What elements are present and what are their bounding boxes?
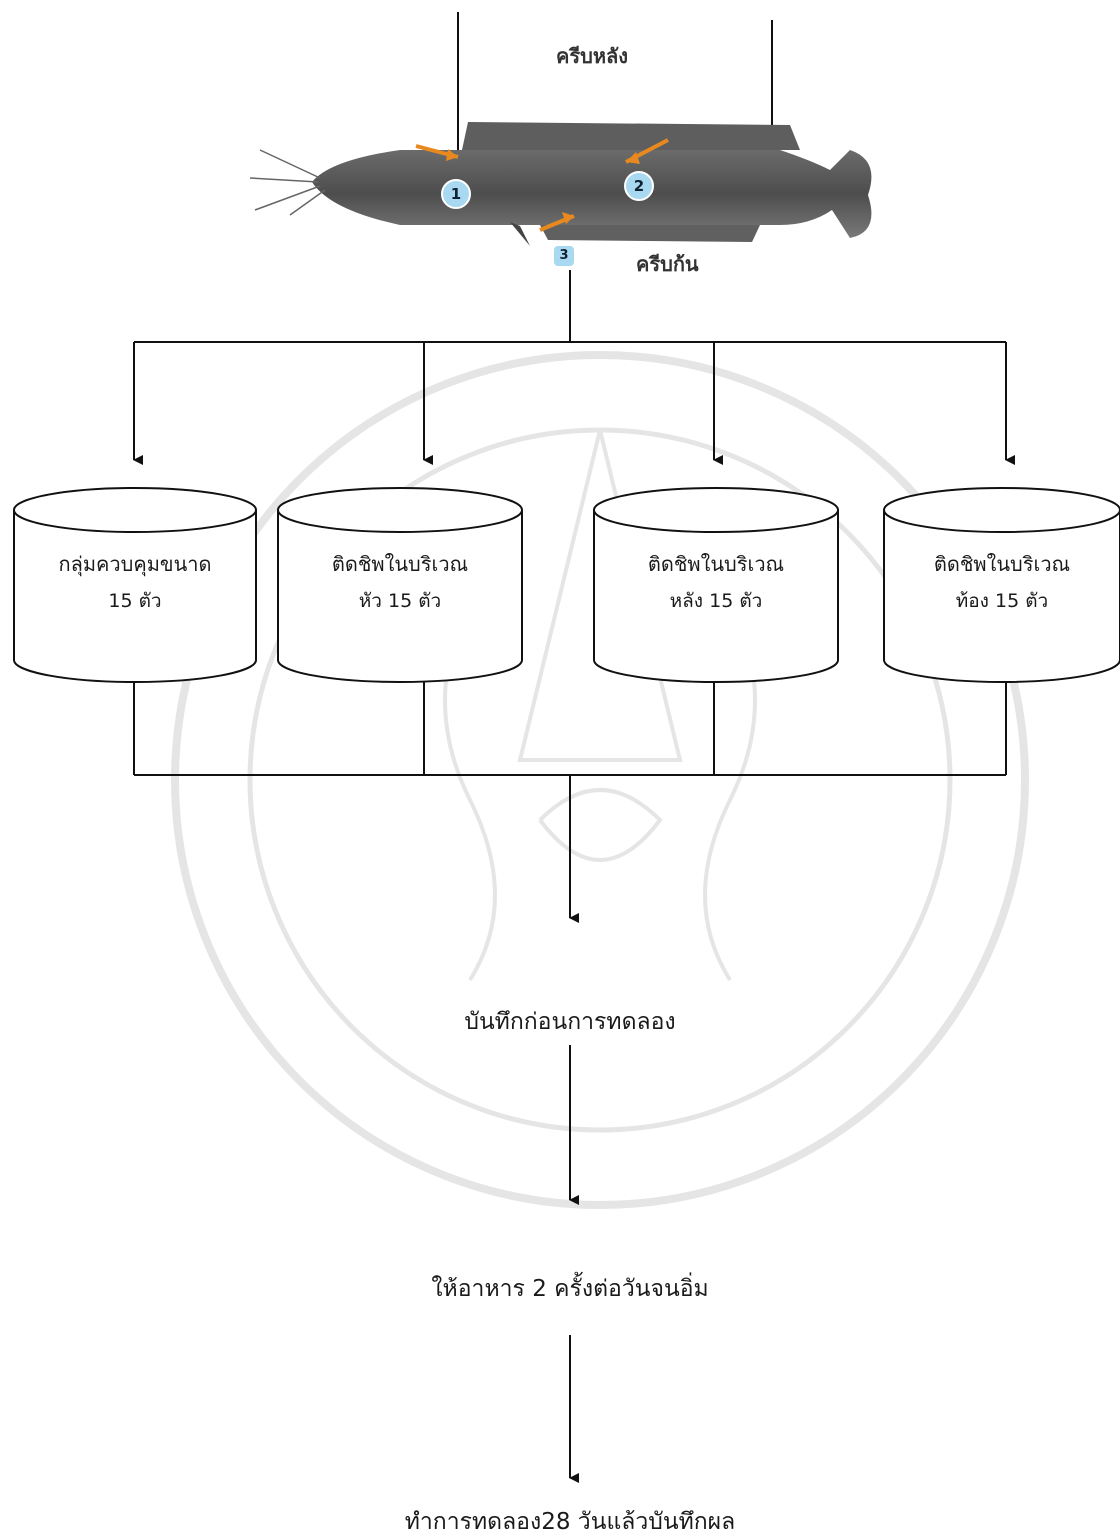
marker-3-text: 3 xyxy=(559,248,569,263)
group-4-line2: ท้อง 15 ตัว xyxy=(955,590,1049,612)
catfish-illustration xyxy=(249,122,872,246)
group-1-line2: 15 ตัว xyxy=(108,590,162,612)
tank-cylinder-2 xyxy=(277,487,523,683)
marker-1-text: 1 xyxy=(450,185,462,203)
tank-cylinder-1 xyxy=(13,487,257,683)
group-belly-label: ติดชิพในบริเวณ ท้อง 15 ตัว xyxy=(884,552,1120,613)
anal-fin-label: ครีบก้น xyxy=(636,252,699,276)
tank-cylinder-4 xyxy=(883,487,1120,683)
group-2-line2: หัว 15 ตัว xyxy=(358,590,442,612)
marker-3: 3 xyxy=(554,246,574,266)
tank-cylinder-3 xyxy=(593,487,839,683)
group-back-label: ติดชิพในบริเวณ หลัง 15 ตัว xyxy=(594,552,838,613)
marker-arrows xyxy=(415,138,669,232)
step-feeding: ให้อาหาร 2 ครั้งต่อวันจนอิ่ม xyxy=(431,1276,709,1302)
step-result: ทำการทดลอง28 วันแล้วบันทึกผล xyxy=(404,1509,736,1535)
marker-2-text: 2 xyxy=(633,177,645,195)
step-before-record: บันทึกก่อนการทดลอง xyxy=(464,1009,676,1035)
watermark-seal xyxy=(171,351,1029,1209)
marker-2: 2 xyxy=(624,171,654,201)
group-control-label: กลุ่มควบคุมขนาด 15 ตัว xyxy=(14,552,256,613)
dorsal-fin-label: ครีบหลัง xyxy=(556,44,629,68)
group-head-label: ติดชิพในบริเวณ หัว 15 ตัว xyxy=(278,552,522,613)
marker-1: 1 xyxy=(441,179,471,209)
group-3-line1: ติดชิพในบริเวณ xyxy=(647,552,785,576)
group-3-line2: หลัง 15 ตัว xyxy=(669,590,763,612)
group-1-line1: กลุ่มควบคุมขนาด xyxy=(58,552,212,576)
group-4-line1: ติดชิพในบริเวณ xyxy=(933,552,1071,576)
group-2-line1: ติดชิพในบริเวณ xyxy=(331,552,469,576)
